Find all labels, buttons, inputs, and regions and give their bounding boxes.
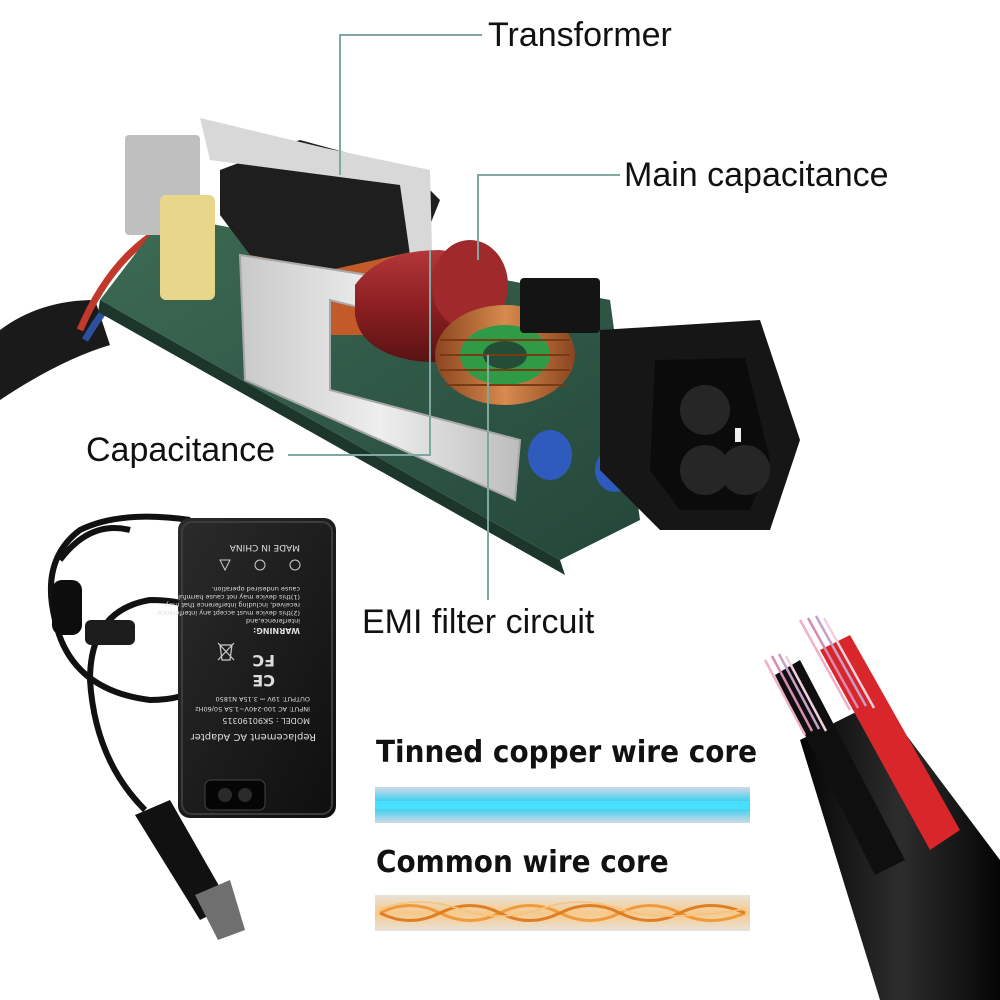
- dc-plug-icon: [135, 800, 245, 940]
- callout-emi-filter: EMI filter circuit: [362, 603, 595, 641]
- adapter-warning: WARNING:: [253, 626, 300, 635]
- leader-lines: [288, 34, 620, 600]
- leader-main-capacitance: [477, 174, 620, 260]
- ac-socket-icon: [600, 320, 800, 530]
- legend-tinned: Tinned copper wire core: [376, 735, 758, 770]
- adapter-label: MADE IN CHINA (1)this device may not cau…: [157, 542, 316, 742]
- weee-bin-icon: [217, 642, 235, 661]
- callout-capacitance: Capacitance: [86, 431, 276, 469]
- tinned-wire-sample: [375, 787, 750, 823]
- adapter-made-in: MADE IN CHINA: [229, 542, 300, 552]
- cable-strap: [85, 620, 135, 645]
- adapter-warn-4: cause undesired operation.: [211, 585, 300, 593]
- adapter-warn-0: (1)this device may not cause harmful: [178, 593, 300, 601]
- adapter-model: MODEL : SK90190315: [222, 716, 310, 725]
- adapter-output: OUTPUT: 19V ⎓ 3.15A N1850: [216, 695, 310, 703]
- power-supply-board: [0, 118, 800, 575]
- callout-main-capacitance: Main capacitance: [624, 156, 889, 194]
- adapter-body: [178, 518, 336, 818]
- adapter-warn-2: (2)this device must accept any interfere…: [157, 609, 300, 617]
- callout-transformer: Transformer: [488, 16, 672, 54]
- y-capacitor: [160, 195, 215, 300]
- black-conductor: [775, 660, 905, 875]
- adapter-ce: CE: [252, 671, 275, 690]
- dc-cable: [0, 300, 110, 400]
- adapter-symbol-icon: [289, 559, 301, 571]
- blue-capacitor: [528, 430, 572, 480]
- ferrite-bead: [52, 580, 82, 635]
- adapter-ac-inlet: [204, 779, 266, 811]
- adapter-warn-1: interference,and: [246, 617, 300, 625]
- emi-coil: [435, 305, 575, 405]
- adapter-warning-triangle-icon: [219, 559, 231, 572]
- common-wire-sample: [375, 895, 750, 931]
- legend-common: Common wire core: [376, 845, 669, 880]
- adapter-input: INPUT: AC 100-240V~1.5A 50/60Hz: [195, 705, 310, 713]
- adapter-title: Replacement AC Adapter: [190, 731, 316, 742]
- leader-transformer: [339, 34, 482, 175]
- adapter-fc: FC: [252, 651, 275, 670]
- leader-capacitance: [288, 250, 431, 456]
- adapter-symbol-icon: [254, 559, 266, 571]
- adapter-warn-3: received, including interference that ma…: [165, 601, 300, 609]
- power-adapter-icon: [47, 513, 336, 940]
- cable-icon: [763, 615, 1000, 1000]
